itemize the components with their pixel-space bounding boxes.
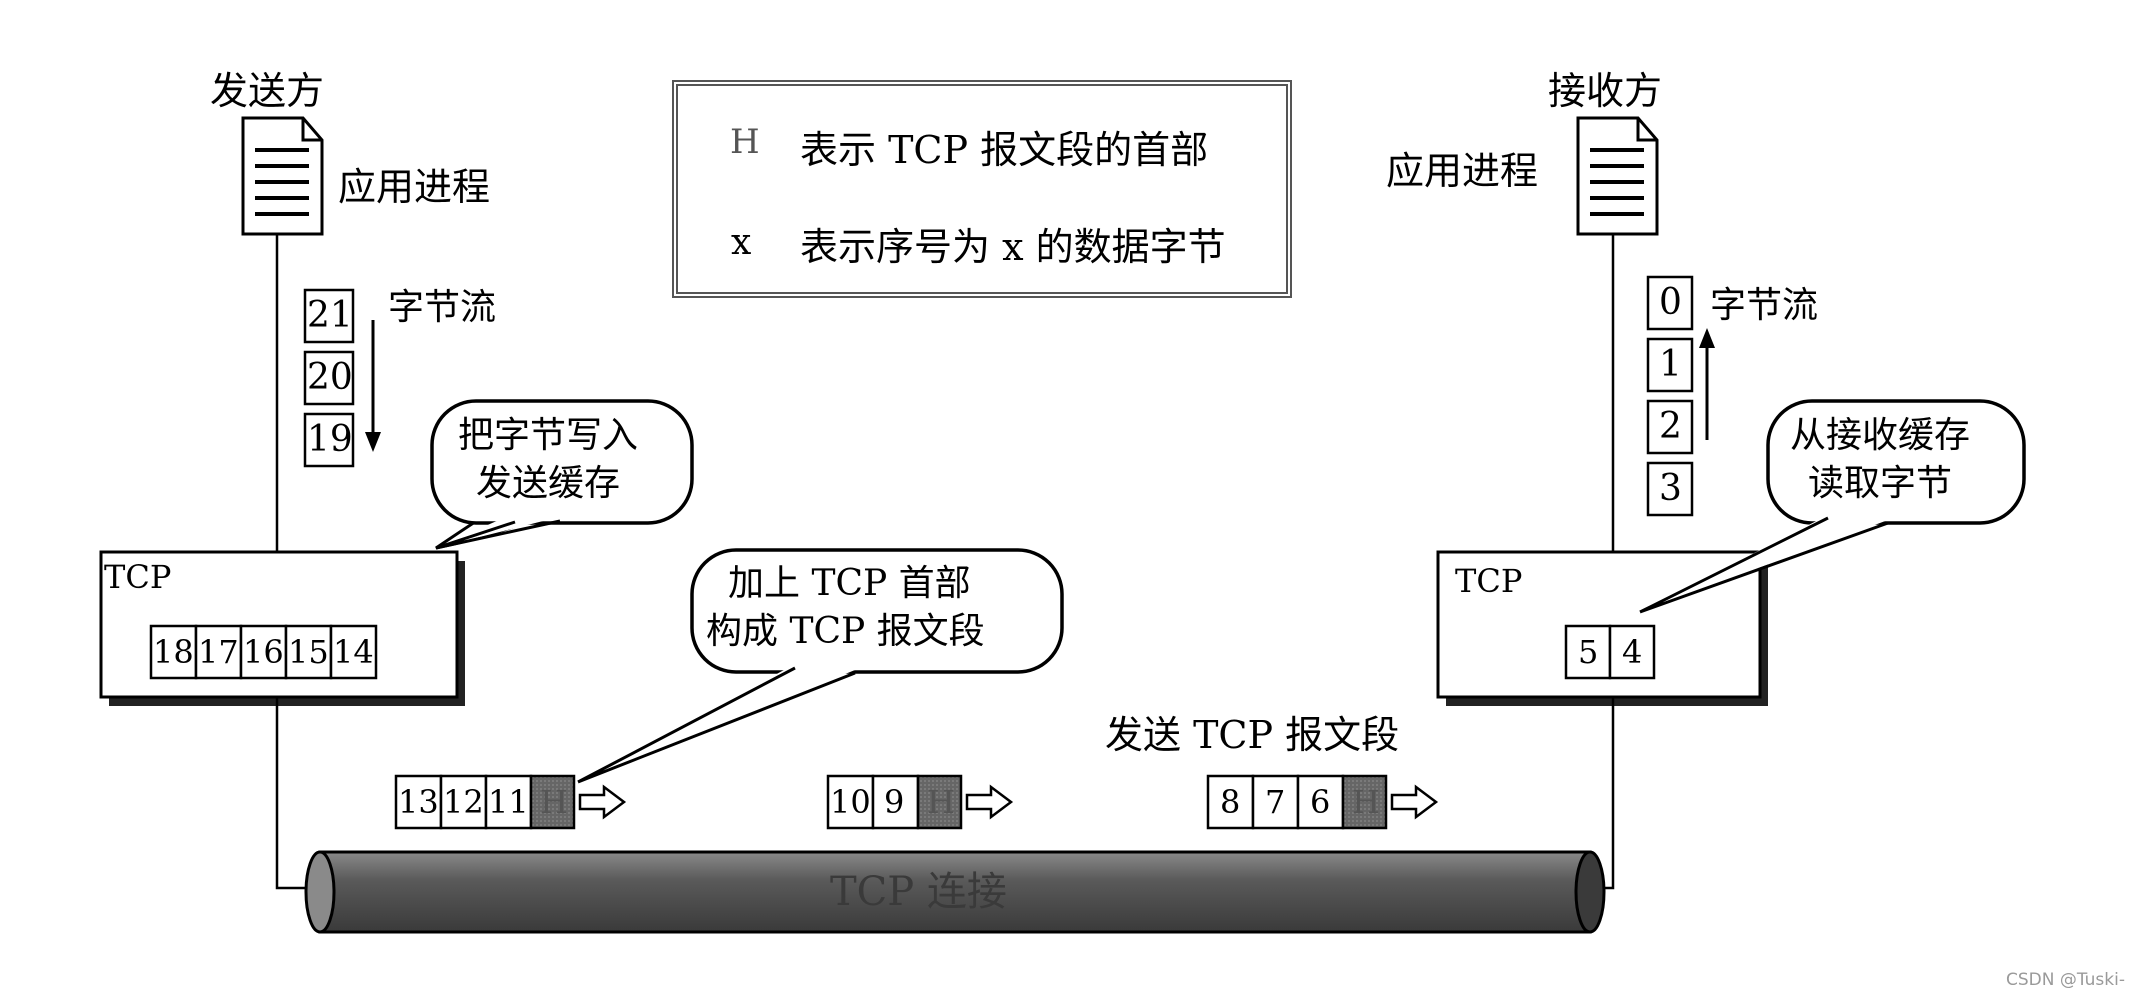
tcp-segment xyxy=(826,774,1014,830)
byte-cell xyxy=(149,624,198,680)
receiver-stream-label: 字节流 xyxy=(1710,285,1819,326)
byte-cell xyxy=(284,624,333,680)
byte-cell xyxy=(1296,774,1345,830)
send-segment-label: 发送 TCP 报文段 xyxy=(1105,713,1400,757)
receiver-byte-stream xyxy=(1646,275,1694,517)
sender-callout-line-1: 把字节写入 xyxy=(458,415,639,456)
byte-cell xyxy=(1206,774,1255,830)
sender-buffer-byte: 15 xyxy=(288,633,329,671)
sender-document-icon xyxy=(241,116,324,236)
send-arrow-icon xyxy=(965,784,1014,820)
segment-byte: 10 xyxy=(830,783,871,821)
legend-byte-symbol-text: x xyxy=(731,222,752,263)
segment-header-label: H xyxy=(927,783,955,821)
byte-cell xyxy=(1646,275,1694,331)
tcp-connection-label: TCP 连接 xyxy=(830,869,1007,915)
receiver-document-icon xyxy=(1576,116,1659,236)
sender-callout-line-2: 发送缓存 xyxy=(476,463,621,504)
segment-callout-bubble xyxy=(577,548,1064,784)
receiver-callout-line-2: 读取字节 xyxy=(1808,463,1953,504)
segment-byte: 7 xyxy=(1265,783,1286,821)
byte-cell xyxy=(1646,399,1694,455)
sender-link-line xyxy=(275,697,315,890)
receiver-app-label: 应用进程 xyxy=(1386,149,1539,193)
segment-header-cell xyxy=(916,774,963,830)
segment-callout-line-1: 加上 TCP 首部 xyxy=(728,563,971,604)
sender-stream-label: 字节流 xyxy=(388,287,497,328)
byte-cell xyxy=(1646,461,1694,517)
receiver-stream-byte: 2 xyxy=(1659,406,1682,447)
byte-cell xyxy=(871,774,920,830)
sender-callout-bubble xyxy=(430,399,694,550)
segment-callout-line-2: 构成 TCP 报文段 xyxy=(706,611,985,652)
receiver-tcp-label: TCP xyxy=(1455,562,1523,600)
sender-buffer-byte: 14 xyxy=(333,633,374,671)
byte-cell xyxy=(1608,624,1656,680)
segment-byte: 12 xyxy=(443,783,484,821)
tcp-segment xyxy=(394,774,627,830)
byte-cell xyxy=(239,624,288,680)
sender-stream-byte: 21 xyxy=(307,295,353,336)
sender-buffer-byte: 16 xyxy=(243,633,284,671)
sender-title: 发送方 xyxy=(210,69,325,113)
receiver-stream-byte: 0 xyxy=(1659,282,1682,323)
send-arrow-icon xyxy=(1390,784,1439,820)
receiver-buffer-byte: 4 xyxy=(1622,633,1643,671)
legend-byte-text: 表示序号为 x 的数据字节 xyxy=(800,225,1226,269)
receiver-callout-bubble xyxy=(1639,399,2026,614)
sender-app-label: 应用进程 xyxy=(338,165,491,209)
segment-header-label: H xyxy=(1352,783,1380,821)
receiver-buffer-byte: 5 xyxy=(1578,633,1599,671)
byte-cell xyxy=(303,350,355,406)
byte-cell xyxy=(484,774,533,830)
watermark: CSDN @Tuski- xyxy=(2005,970,2125,990)
segment-byte: 9 xyxy=(884,783,905,821)
sender-buffer-byte: 17 xyxy=(198,633,239,671)
send-arrow-icon xyxy=(578,784,627,820)
byte-cell xyxy=(303,412,355,468)
segment-header-label: H xyxy=(540,783,568,821)
byte-cell xyxy=(303,288,355,344)
sender-tcp-label: TCP xyxy=(104,558,172,596)
sender-byte-stream xyxy=(303,288,355,468)
sender-down-arrow xyxy=(365,320,381,452)
sender-buffer-byte: 18 xyxy=(153,633,194,671)
legend-header-symbol-text: H xyxy=(730,122,760,162)
receiver-callout-line-1: 从接收缓存 xyxy=(1790,415,1971,456)
sender-stream-byte: 20 xyxy=(307,357,353,398)
tcp-connection-tube xyxy=(304,850,1606,934)
byte-cell xyxy=(394,774,443,830)
receiver-title: 接收方 xyxy=(1548,69,1663,113)
segment-byte: 8 xyxy=(1220,783,1241,821)
byte-cell xyxy=(1646,337,1694,393)
sender-send-buffer xyxy=(149,624,378,680)
byte-cell xyxy=(826,774,875,830)
segment-byte: 13 xyxy=(398,783,439,821)
segment-byte: 11 xyxy=(488,783,529,821)
byte-cell xyxy=(329,624,378,680)
receiver-stream-byte: 3 xyxy=(1659,468,1682,509)
receiver-stream-byte: 1 xyxy=(1659,344,1682,385)
legend-box xyxy=(672,80,1292,298)
legend-header-text: 表示 TCP 报文段的首部 xyxy=(800,128,1209,172)
segment-header-cell xyxy=(1341,774,1388,830)
byte-cell xyxy=(439,774,488,830)
segment-byte: 6 xyxy=(1310,783,1331,821)
receiver-receive-buffer xyxy=(1564,624,1656,680)
segment-header-cell xyxy=(529,774,576,830)
sender-stream-byte: 19 xyxy=(307,419,353,460)
receiver-up-arrow xyxy=(1699,328,1715,440)
tcp-segment xyxy=(1206,774,1439,830)
